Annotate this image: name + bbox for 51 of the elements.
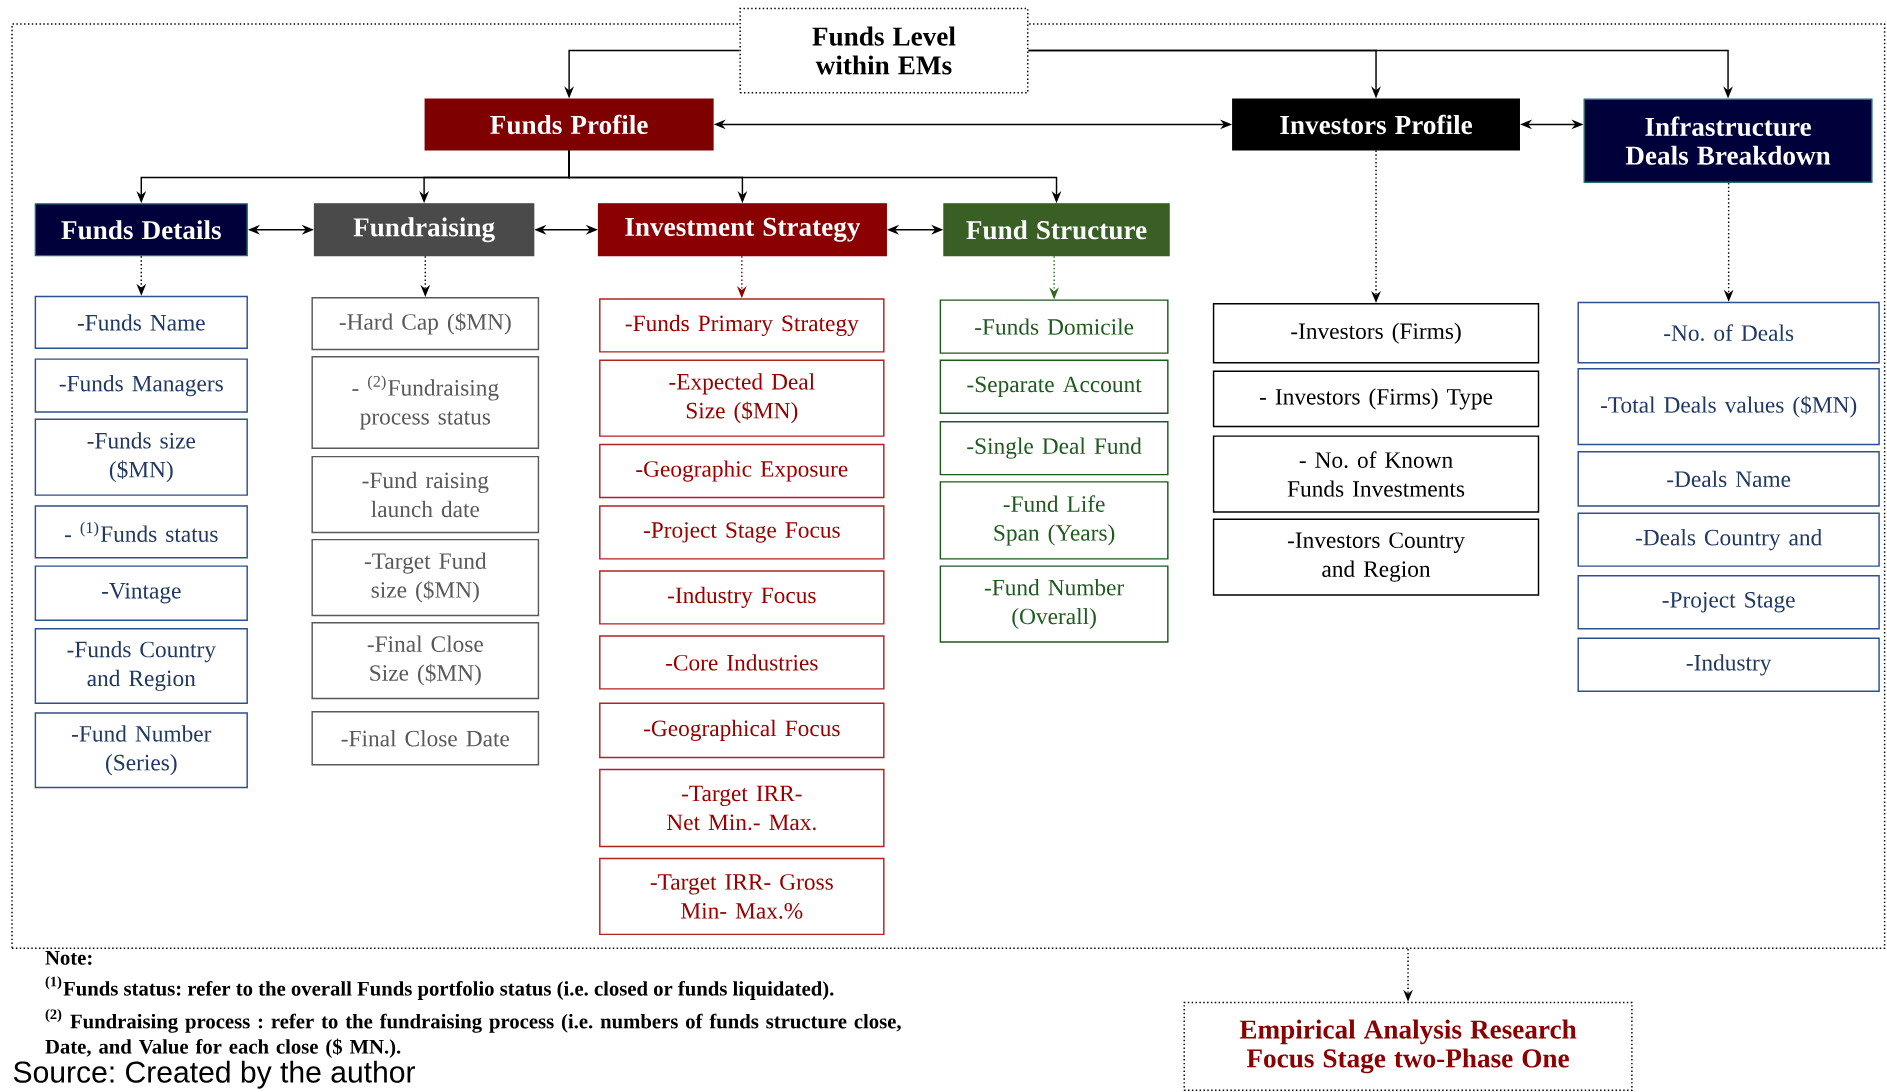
item-box: -Industry — [1577, 637, 1880, 693]
item-box: -Expected Deal Size ($MN) — [599, 359, 885, 438]
item-box: -Fund Number (Overall) — [939, 565, 1169, 643]
item-box: -Funds size ($MN) — [34, 418, 248, 497]
item-box: -Geographic Exposure — [599, 444, 885, 499]
item-box: -Investors Country and Region — [1212, 518, 1540, 596]
item-box: -Final Close Size ($MN) — [311, 622, 540, 700]
category-box: Fund Structure — [943, 203, 1170, 257]
item-box: -Separate Account — [939, 359, 1169, 415]
item-box: -No. of Deals — [1577, 302, 1880, 364]
category-box: Infrastructure Deals Breakdown — [1583, 98, 1873, 184]
item-box: -Fund raising launch date — [311, 456, 540, 534]
item-box: - No. of Known Funds Investments — [1212, 435, 1540, 513]
item-box: -Deals Name — [1577, 451, 1880, 507]
item-box: -Single Deal Fund — [939, 421, 1169, 476]
dotted-frame — [11, 23, 1886, 950]
item-box: -Vintage — [34, 565, 248, 622]
item-box: -Funds Primary Strategy — [599, 298, 885, 353]
item-box: -Funds Managers — [34, 358, 248, 414]
item-box: -Fund Life Span (Years) — [939, 481, 1169, 560]
item-box: - $^{(1)}$Funds status — [34, 505, 248, 559]
item-box: -Industry Focus — [599, 570, 885, 625]
focus-box: Empirical Analysis Research Focus Stage two-Phase One — [1183, 1002, 1633, 1092]
title-box: Funds Level within EMs — [739, 7, 1029, 94]
item-box: -Funds Name — [34, 296, 248, 350]
item-box: -Deals Country and — [1577, 512, 1880, 568]
note-heading: Note: — [45, 951, 92, 966]
source-text: Source: Created by the author — [13, 1060, 415, 1089]
note-text: $^{(2)}$ Fundraising process : refer to the fundraising process (i.e. numbers of funds structure close, Date, and Value for each close ($ MN.). — [45, 1009, 901, 1059]
item-box: -Geographical Focus — [599, 702, 885, 759]
item-box: - $^{(2)}$Fundraising process status — [311, 356, 540, 450]
item-box: -Fund Number (Series) — [34, 712, 248, 789]
category-box: Fundraising — [313, 203, 535, 257]
category-box: Funds Profile — [424, 98, 714, 151]
category-box: Funds Details — [34, 203, 248, 257]
item-box: -Core Industries — [599, 635, 885, 690]
item-box: -Funds Domicile — [939, 299, 1169, 355]
item-box: -Project Stage Focus — [599, 505, 885, 560]
item-box: -Investors (Firms) — [1212, 303, 1540, 364]
item-box: -Project Stage — [1577, 575, 1880, 630]
note-text: $^{(1)}$Funds status: refer to the overall Funds portfolio status (i.e. closed or funds liquidated). — [45, 976, 834, 1001]
item-box: -Target Fund size ($MN) — [311, 539, 540, 617]
item-box: -Total Deals values ($MN) — [1577, 368, 1880, 446]
item-box: -Funds Country and Region — [34, 628, 248, 705]
item-box: -Target IRR- Net Min.- Max. — [599, 769, 885, 848]
item-box: - Investors (Firms) Type — [1212, 370, 1540, 428]
item-box: -Final Close Date — [311, 711, 540, 766]
item-box: -Hard Cap ($MN) — [311, 297, 540, 351]
category-box: Investors Profile — [1232, 98, 1520, 151]
item-box: -Target IRR- Gross Min- Max.% — [599, 858, 885, 936]
category-box: Investment Strategy — [597, 203, 887, 257]
